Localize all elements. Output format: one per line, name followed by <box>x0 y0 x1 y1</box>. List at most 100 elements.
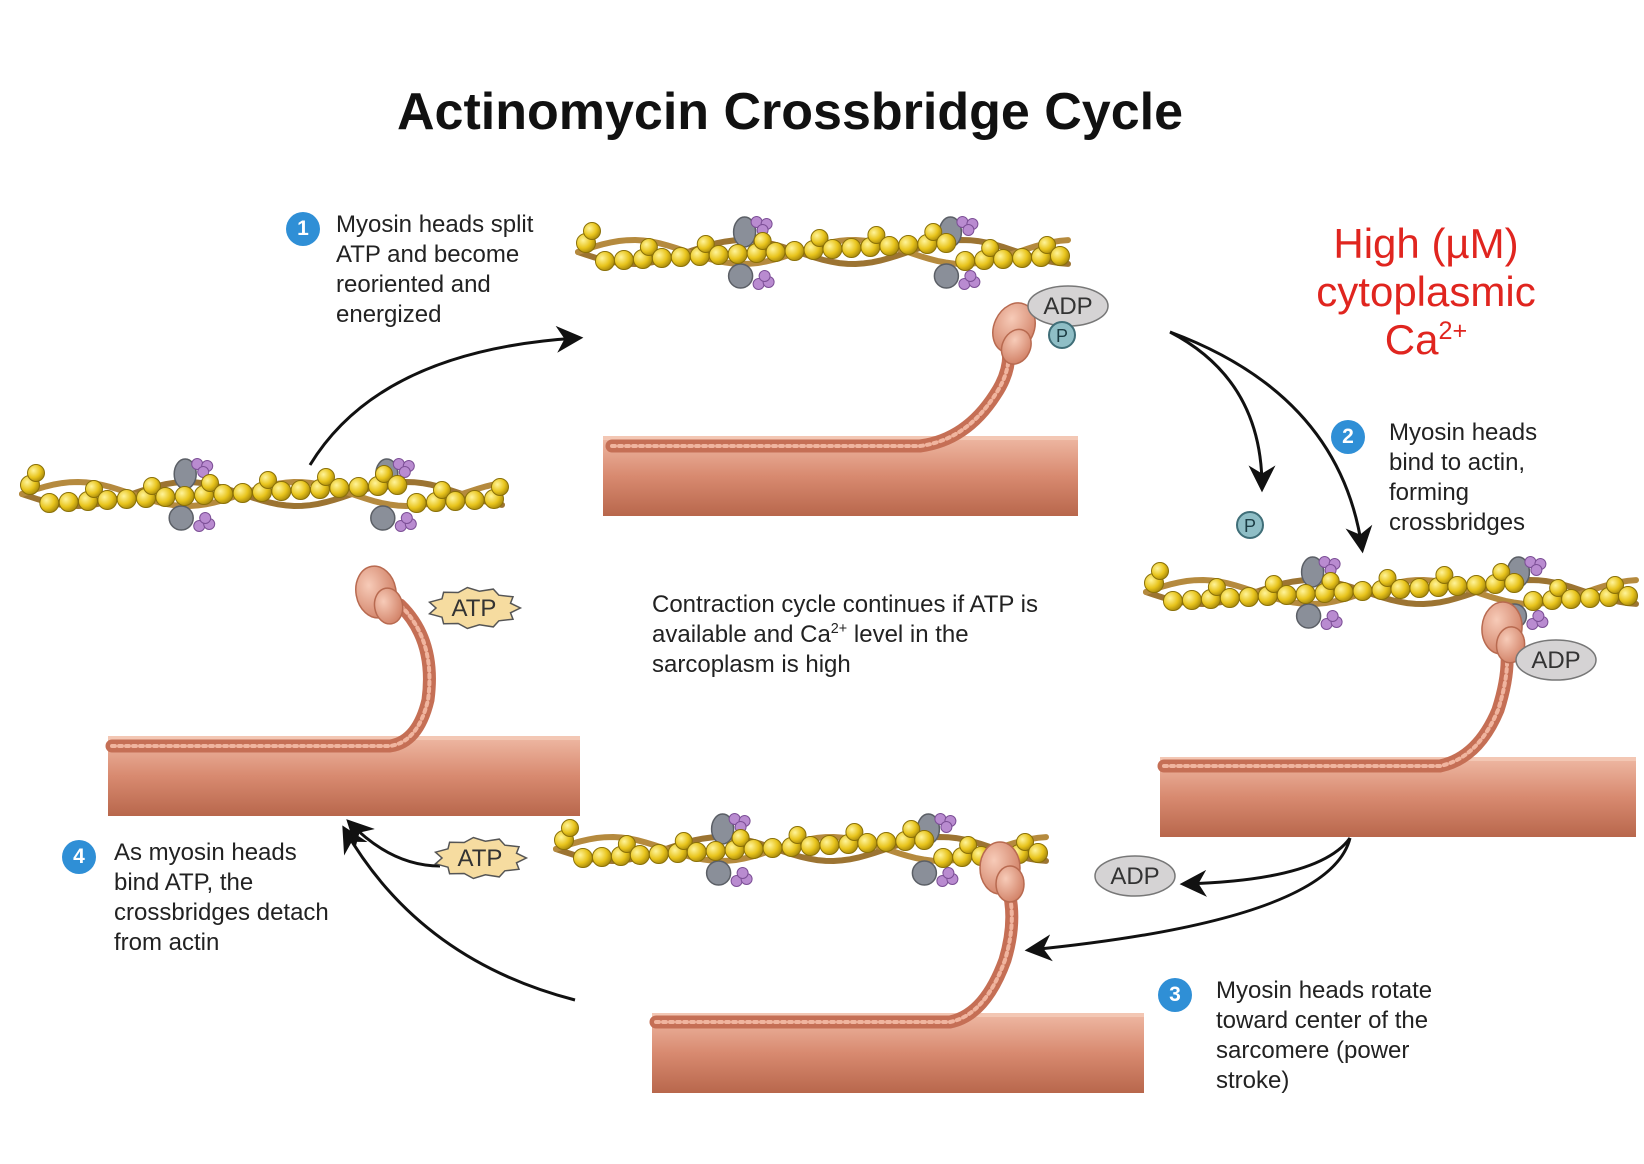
actin-bead <box>845 823 864 841</box>
myosin-neck <box>105 598 436 753</box>
condition-charge: 2+ <box>1438 317 1468 345</box>
actin-bead <box>1492 563 1511 581</box>
phosphate-label: P <box>1056 326 1068 346</box>
actin-bead <box>174 486 195 506</box>
troponin-complex <box>727 263 754 289</box>
actin-bead <box>867 226 886 244</box>
actin-bead <box>1028 843 1048 863</box>
troponin-complex <box>1295 603 1322 629</box>
actin-bead <box>259 471 277 489</box>
step-text: Myosin heads split ATP and become reorie… <box>336 211 534 328</box>
actin-bead <box>857 833 878 853</box>
actin-bead <box>651 248 672 268</box>
actin-bead <box>1561 589 1582 609</box>
note-text-1: Contraction cycle continues if ATP is av… <box>652 591 1038 648</box>
actin-bead <box>201 474 219 492</box>
actin-bead <box>1333 582 1354 602</box>
tropomyosin-dot <box>940 821 953 833</box>
actin-bead <box>617 835 636 853</box>
thick-filament-highlight <box>1160 757 1636 761</box>
actin-bead <box>85 480 103 498</box>
actin-bead <box>1435 566 1454 584</box>
thick-filament-highlight <box>108 736 580 740</box>
actin-bead <box>1151 562 1169 580</box>
actin-bead <box>936 233 957 253</box>
actin-filaments <box>19 216 1639 887</box>
actin-bead <box>1295 584 1316 604</box>
actin-bead <box>213 484 234 504</box>
atp-burst <box>433 836 529 880</box>
actin-bead <box>648 844 669 864</box>
troponin-complex <box>370 505 396 531</box>
actin-bead <box>1504 573 1525 593</box>
actin-bead <box>613 250 634 270</box>
actin-bead <box>1016 833 1035 851</box>
actin-bead <box>955 251 976 271</box>
tropomyosin-dot <box>942 867 955 879</box>
actin-bead <box>902 820 921 838</box>
cycle-arrow <box>308 325 584 466</box>
myosin-head <box>992 302 1036 365</box>
atp-binding-step4: ATP <box>433 836 529 880</box>
actin-bead <box>348 477 369 497</box>
actin-bead <box>727 244 748 264</box>
actin-bead <box>1162 591 1183 611</box>
released-phosphate: P <box>1236 511 1264 539</box>
actin-bead <box>1378 569 1397 587</box>
molecule-label: ADP <box>1110 863 1159 890</box>
tropomyosin-dot <box>758 270 771 282</box>
actin-bead <box>822 239 843 259</box>
molecule-oval <box>1094 855 1176 897</box>
condition-line-2: cytoplasmic <box>1316 268 1536 315</box>
actin-bead <box>58 492 79 512</box>
actin-bead <box>841 238 862 258</box>
troponin-complex <box>168 505 194 531</box>
tropomyosin-dot <box>400 512 413 524</box>
actin-bead <box>1181 590 1202 610</box>
atp-step4: ATP <box>427 586 523 630</box>
actin-bead <box>433 481 451 499</box>
troponin-complex <box>933 263 960 289</box>
tropomyosin-dot <box>1532 610 1545 622</box>
actin-bead <box>800 836 821 856</box>
actin-bead <box>810 229 829 247</box>
cycle-arrow <box>346 819 441 868</box>
actin-bead <box>1264 575 1283 593</box>
condition-line-1: High (µM) <box>1333 220 1519 267</box>
step-text: Myosin heads bind to actin, forming cros… <box>1389 419 1538 536</box>
actin-bead <box>1409 578 1430 598</box>
phosphate-circle <box>1236 511 1264 539</box>
actin-bead <box>784 241 805 261</box>
page-title: Actinomycin Crossbridge Cycle <box>397 83 1183 141</box>
actin-bead <box>583 222 601 240</box>
actin-bead <box>731 829 750 847</box>
note-charge: 2+ <box>830 621 848 637</box>
calcium-condition-label: High (µM) cytoplasmic Ca2+ <box>1286 220 1566 364</box>
step-number-badge: 4 <box>62 840 96 874</box>
actin-bead <box>788 826 807 844</box>
molecule-label: ADP <box>1531 647 1580 674</box>
actin-bead <box>271 481 292 501</box>
actin-bead <box>670 247 691 267</box>
actin-bead <box>39 493 60 513</box>
actin-bead <box>329 478 350 498</box>
step-number-badge: 1 <box>286 212 320 246</box>
step-text: As myosin heads bind ATP, the crossbridg… <box>114 839 329 956</box>
tropomyosin-dot <box>1530 564 1543 576</box>
myosin-neck <box>649 865 1019 1029</box>
actin-bead <box>561 819 579 837</box>
adp-bound-step2: ADP <box>1515 639 1597 681</box>
cycle-arrow <box>1024 837 1352 962</box>
actin-bead <box>1012 248 1033 268</box>
actin-bead <box>879 236 900 256</box>
cycle-arrow <box>1179 837 1352 897</box>
tropomyosin-dot <box>736 867 749 879</box>
actin-bead <box>696 235 715 253</box>
actin-bead <box>753 232 772 250</box>
tropomyosin-dot <box>964 270 977 282</box>
atp-burst <box>427 586 523 630</box>
actin-bead <box>1038 236 1057 254</box>
actin-bead <box>924 223 943 241</box>
actin-bead <box>959 836 978 854</box>
